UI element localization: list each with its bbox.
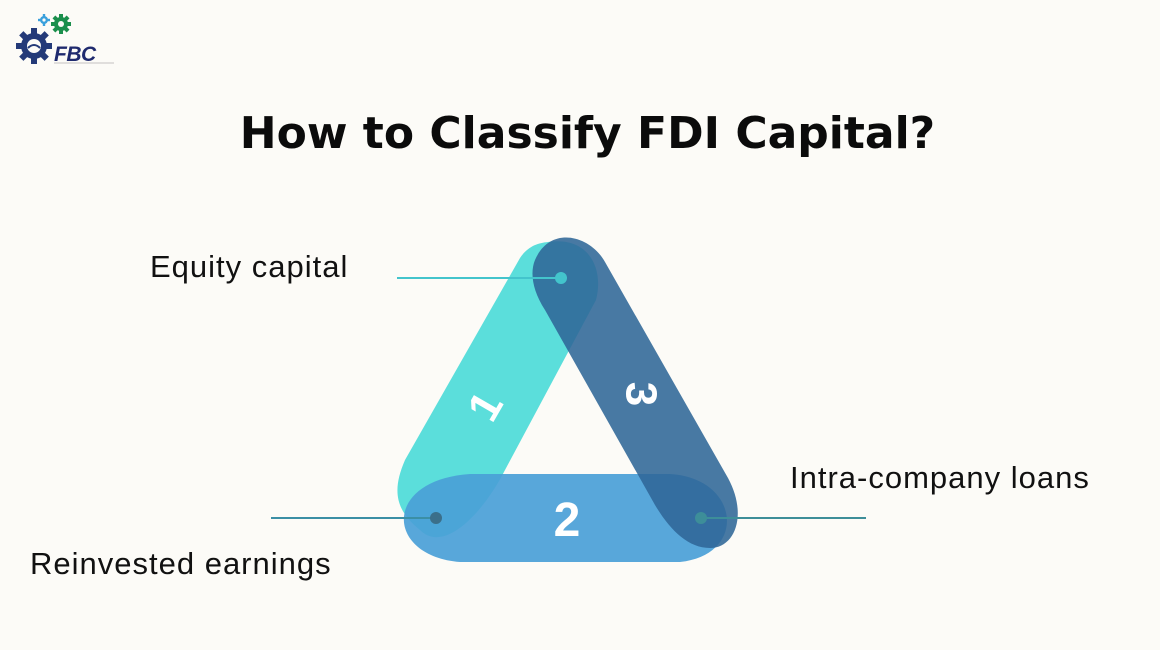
page-title: How to Classify FDI Capital?	[239, 108, 936, 159]
segment-3	[532, 237, 738, 548]
connector-dot-2	[430, 512, 442, 524]
logo-text: FBC	[54, 43, 96, 66]
segment-number-2: 2	[554, 494, 581, 547]
segment-2	[403, 474, 727, 562]
segment-1	[397, 241, 599, 538]
segment-number-3: 3	[616, 382, 665, 406]
label-reinvested-earnings: Reinvested earnings	[30, 546, 332, 581]
connector-dot-1	[555, 272, 567, 284]
label-equity-capital: Equity capital	[150, 249, 349, 284]
gear-logo-icon	[16, 14, 114, 64]
connector-dot-3	[695, 512, 707, 524]
logo: FBC	[14, 10, 118, 68]
label-intra-company-loans: Intra-company loans	[790, 460, 1090, 495]
